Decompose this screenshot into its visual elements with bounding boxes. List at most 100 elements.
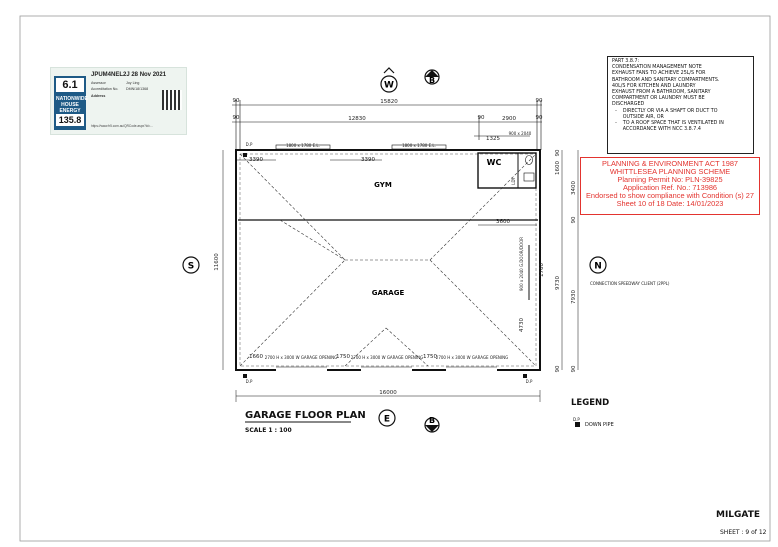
stamp-line: Planning Permit No: PLN-39825 [617,175,723,184]
stamp-line: Application Ref. No.: 713986 [622,183,718,192]
dim-90: 90 [555,149,561,156]
section-marker-top: B [424,69,440,85]
downpipe-icon [243,153,247,157]
dim-90: 90 [536,115,543,121]
dim-wc-door: 900 x 2040 [509,131,532,136]
badge-accreditation-label: Accreditation No. [91,87,119,91]
badge-energy-value: 135.8 [56,114,84,126]
sheet-number: SHEET : 9 of 12 [720,529,767,536]
stamp-line: PLANNING & ENVIRONMENT ACT 1987 [601,159,739,168]
room-label-garage: GARAGE [372,289,405,297]
badge-rating-panel: 6.1 NATIONWIDE HOUSE ENERGY RATING SCHEM… [54,76,88,130]
svg-text:E: E [384,415,390,425]
compass-east: E [378,409,396,427]
dim-top-b: 2900 [502,116,516,122]
side-door-label: 900 x 2040 G.DOOR/DOOR [519,237,524,291]
dim-top-overall: 15820 [380,99,398,105]
badge-star-rating: 6.1 [56,78,84,92]
stamp-line: WHITTLESEA PLANNING SCHEME [609,167,731,176]
sheet-border [19,15,771,542]
note-line: 40L/S FOR KITCHEN AND LAUNDRY [612,83,696,89]
downpipe-markers [243,153,527,378]
dim-1760: 1760 [539,263,545,277]
stamp-line: Endorsed to show compliance with Conditi… [585,191,755,200]
badge-assessor-name: Joy Ling [126,81,140,85]
compass-north: N [589,256,607,274]
dim-right-1600: 1600 [555,161,561,175]
dim-90: 90 [536,98,543,104]
legend-dp-mark: D.P [573,417,580,422]
dim-bottom-overall: 16000 [379,390,397,396]
dim-4730: 4730 [519,318,525,332]
window-2 [391,144,447,150]
dim-90: 90 [571,365,577,372]
badge-url[interactable]: https://www.fr5.com.au/QRCode.aspx?id=..… [91,124,153,128]
planning-endorsement-stamp: PLANNING & ENVIRONMENT ACT 1987 WHITTLES… [580,157,760,215]
window-1 [275,144,331,150]
dim-gym-3390-b: 3390 [361,157,375,163]
drawing-scale: SCALE 1 : 100 [245,427,292,434]
badge-address-label: Address [91,94,106,98]
dim-90: 90 [555,365,561,372]
note-line: ACCORDANCE WITH NCC 3.8.7.4 [612,127,701,133]
drawing-title: GARAGE FLOOR PLAN [245,410,366,421]
dim-left-overall: 11600 [214,253,220,271]
condensation-notes: PART 3.8.7: CONDENSATION MANAGEMENT NOTE… [607,56,754,154]
garage-opening-3: 2700 H x 3000 W GARAGE OPENING [436,355,508,360]
qr-code-icon[interactable] [162,90,182,110]
garage-opening-1: 2700 H x 3000 W GARAGE OPENING [265,355,337,360]
top-dimensions [232,100,542,150]
connection-note: CONNECTION SPEEDWAY CLIENT (2PPL) [590,281,670,286]
window-2-label: 1800 x 1780 E.L. [402,143,436,148]
dim-3600: 3600 [496,219,510,225]
badge-accreditation-no: DMN/18/1368 [126,87,149,91]
roof-lines [239,153,537,367]
badge-assessor-label: Assessor [91,81,106,85]
note-line: BATHROOM AND SANITARY COMPARTMENTS. [612,77,720,83]
garage-openings [276,366,497,372]
dim-right-9730: 9730 [555,276,561,290]
dim-top-a: 12830 [348,116,366,122]
badge-header: JPUM4NEL2J 28 Nov 2021 [91,72,167,78]
svg-text:N: N [594,262,602,272]
note-line: COMPARTMENT OR LAUNDRY MUST BE [612,96,705,102]
legend-title: LEGEND [571,398,610,408]
note-line: DISCHARGED [612,102,645,108]
downpipe-label: D.P [246,142,253,147]
dim-wc-1325: 1325 [486,136,500,142]
downpipe-icon [523,374,527,378]
downpipe-label: D.P [526,379,533,384]
svg-text:W: W [384,81,394,91]
project-name: MILGATE [716,510,760,520]
dim-90: 90 [233,98,240,104]
room-label-wc: WC [487,158,502,167]
svg-text:B: B [429,76,435,85]
note-line: CONDENSATION MANAGEMENT NOTE [612,65,702,71]
svg-text:S: S [188,262,194,272]
garage-opening-2: 2700 H x 3000 W GARAGE OPENING [351,355,423,360]
downpipe-icon [243,374,247,378]
dim-1660: 1660 [249,354,263,360]
svg-text:B: B [429,416,435,425]
compass-south: S [182,256,200,274]
toilet-icon [525,155,533,165]
downpipe-icon [575,422,580,427]
dim-gym-3390-a: 3390 [249,157,263,163]
right-dim-lines [561,150,579,370]
dim-90: 90 [571,216,577,223]
basin-icon [523,172,535,182]
dim-1750-b: 1750 [423,354,437,360]
energy-rating-badge: JPUM4NEL2J 28 Nov 2021 6.1 NATIONWIDE HO… [50,67,187,135]
note-line: EXHAUST FANS TO ACHIEVE 25L/S FOR [612,71,706,77]
dim-right-3400: 3400 [571,181,577,195]
dim-90: 90 [233,115,240,121]
dim-right-7930: 7930 [571,290,577,304]
downpipe-label: D.P [246,379,253,384]
note-line: OUTSIDE AIR, OR [612,114,664,120]
note-line: - DIRECTLY OR VIA A SHAFT OR DUCT TO [612,108,718,114]
compass-west: W [380,67,398,93]
dim-1750-a: 1750 [336,354,350,360]
legend-downpipe-label: DOWN PIPE [585,422,614,428]
